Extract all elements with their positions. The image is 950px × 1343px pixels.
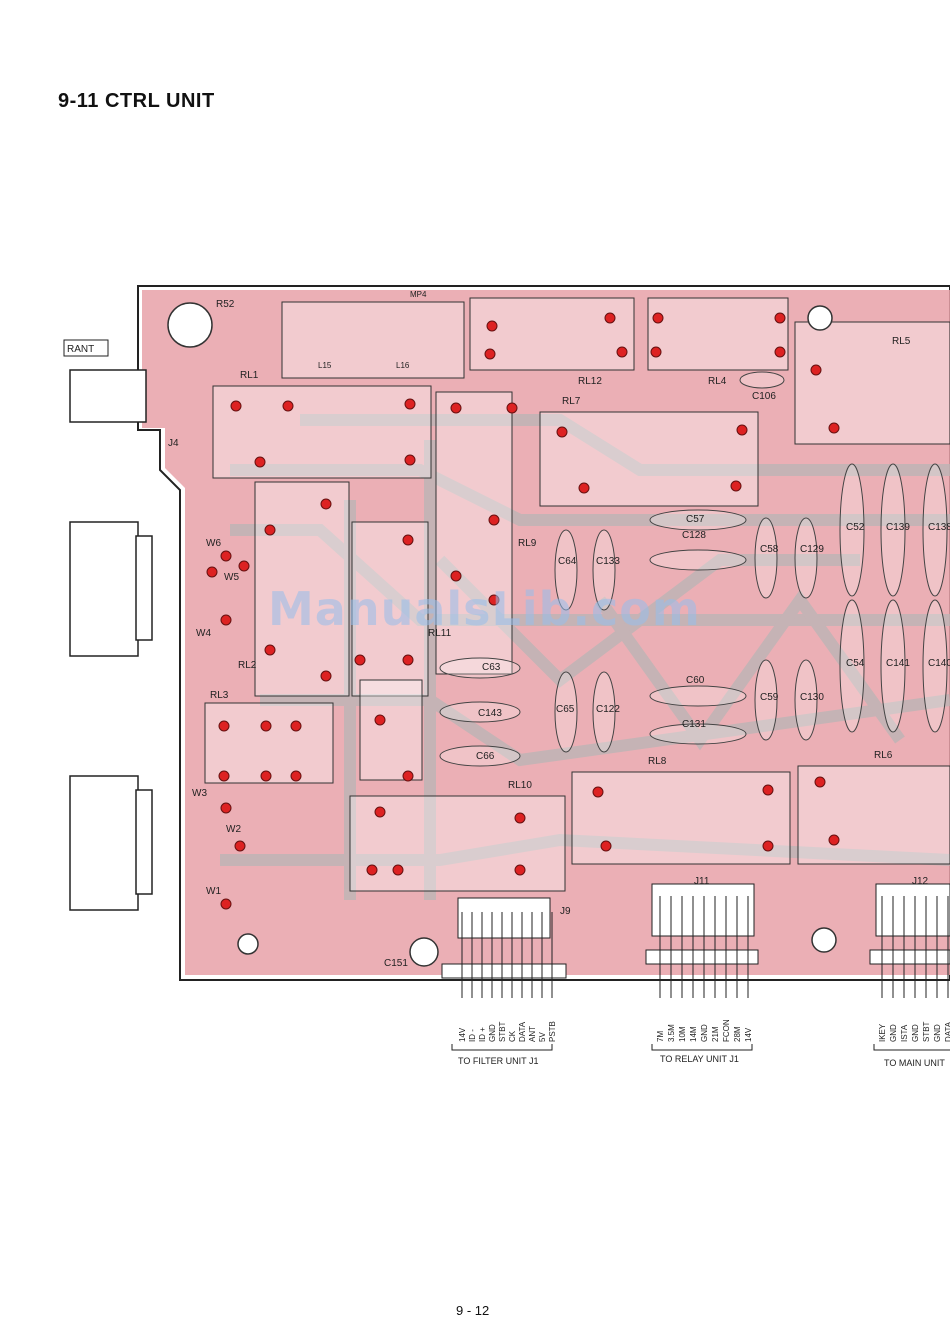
- label-C151: C151: [384, 958, 408, 969]
- label-W1: W1: [206, 886, 221, 897]
- label-C60: C60: [686, 675, 705, 686]
- label-C52: C52: [846, 522, 865, 533]
- label-C65: C65: [556, 704, 575, 715]
- label-R52: R52: [216, 299, 235, 310]
- label-C131: C131: [682, 719, 706, 730]
- pin-label: 14V: [744, 1027, 753, 1042]
- label-C130: C130: [800, 692, 824, 703]
- pin-label: STBT: [498, 1021, 507, 1042]
- pin-label: 3.5M: [667, 1024, 676, 1042]
- pin-label: ISTA: [900, 1024, 909, 1042]
- label-C63: C63: [482, 662, 501, 673]
- component-labels: R52 MP4 L15 L16 RL1 RL12 RL4 RL5 RL7 C10…: [67, 290, 950, 969]
- label-C139: C139: [886, 522, 910, 533]
- label-J4: J4: [168, 438, 179, 449]
- pin-label: 21M: [711, 1026, 720, 1042]
- dest-filter: TO FILTER UNIT J1: [458, 1056, 539, 1066]
- label-RL12: RL12: [578, 376, 602, 387]
- header-blocks: [441, 883, 950, 979]
- page-number: 9 - 12: [456, 1303, 490, 1318]
- label-C59: C59: [760, 692, 779, 703]
- j12-pin-labels: IKEYGNDISTAGNDSTBTGNDDATAGND: [878, 1021, 950, 1042]
- label-W5: W5: [224, 572, 239, 583]
- pin-label: STBT: [922, 1021, 931, 1042]
- rant-label-box: [63, 339, 109, 357]
- destination-brackets: [451, 1044, 950, 1051]
- pin-label: 7M: [656, 1031, 665, 1042]
- pin-label: 10M: [678, 1026, 687, 1042]
- pin-label: GND: [933, 1024, 942, 1042]
- capacitors: [439, 371, 948, 767]
- pin-label: ID -: [468, 1029, 477, 1042]
- label-W4: W4: [196, 628, 211, 639]
- pin-label: IKEY: [878, 1023, 887, 1042]
- pin-lines: [461, 896, 949, 998]
- label-RL5: RL5: [892, 336, 911, 347]
- label-RL2: RL2: [238, 660, 257, 671]
- pads: [206, 312, 840, 910]
- label-RL1: RL1: [240, 370, 259, 381]
- pin-label: FCON: [722, 1019, 731, 1042]
- left-connectors: [69, 521, 153, 911]
- label-rant: RANT: [67, 344, 94, 355]
- label-C138: C138: [928, 522, 950, 533]
- label-RL9: RL9: [518, 538, 537, 549]
- pin-label: GND: [889, 1024, 898, 1042]
- label-RL6: RL6: [874, 750, 893, 761]
- pin-label: 5V: [538, 1032, 547, 1042]
- label-RL10: RL10: [508, 780, 532, 791]
- label-C141: C141: [886, 658, 910, 669]
- label-C57: C57: [686, 514, 705, 525]
- label-C122: C122: [596, 704, 620, 715]
- label-W6: W6: [206, 538, 221, 549]
- pin-label: GND: [488, 1024, 497, 1042]
- label-C143: C143: [478, 708, 502, 719]
- pin-label: PSTB: [548, 1021, 557, 1042]
- dest-relay: TO RELAY UNIT J1: [660, 1054, 739, 1064]
- pin-label: GND: [911, 1024, 920, 1042]
- label-L15: L15: [318, 361, 332, 370]
- label-C140: C140: [928, 658, 950, 669]
- label-RL8: RL8: [648, 756, 667, 767]
- label-C106: C106: [752, 391, 776, 402]
- dest-main: TO MAIN UNIT: [884, 1058, 945, 1068]
- label-C66: C66: [476, 751, 495, 762]
- label-C133: C133: [596, 556, 620, 567]
- component-outlines: [204, 297, 950, 892]
- label-MP4: MP4: [410, 290, 427, 299]
- label-C128: C128: [682, 530, 706, 541]
- label-C54: C54: [846, 658, 865, 669]
- label-C129: C129: [800, 544, 824, 555]
- pin-label: 14M: [689, 1026, 698, 1042]
- label-J9: J9: [560, 906, 571, 917]
- label-W3: W3: [192, 788, 207, 799]
- pin-label: DATA: [944, 1021, 950, 1042]
- pin-label: ANT: [528, 1026, 537, 1042]
- label-C58: C58: [760, 544, 779, 555]
- label-L16: L16: [396, 361, 410, 370]
- label-RL11: RL11: [428, 628, 452, 639]
- pin-label: 14V: [458, 1027, 467, 1042]
- label-C64: C64: [558, 556, 577, 567]
- pin-label: GND: [700, 1024, 709, 1042]
- rant-connector: [69, 369, 147, 423]
- watermark: ManualsLib.com: [268, 582, 701, 636]
- pin-label: CK: [508, 1030, 517, 1042]
- page-title: 9-11 CTRL UNIT: [58, 90, 215, 112]
- label-RL4: RL4: [708, 376, 727, 387]
- pin-label: DATA: [518, 1021, 527, 1042]
- label-RL7: RL7: [562, 396, 581, 407]
- label-J12: J12: [912, 876, 929, 887]
- label-J11: J11: [694, 876, 710, 887]
- pin-label: 28M: [733, 1026, 742, 1042]
- label-W2: W2: [226, 824, 241, 835]
- pin-label: ID +: [478, 1027, 487, 1042]
- label-RL3: RL3: [210, 690, 229, 701]
- mounting-holes: [167, 302, 837, 967]
